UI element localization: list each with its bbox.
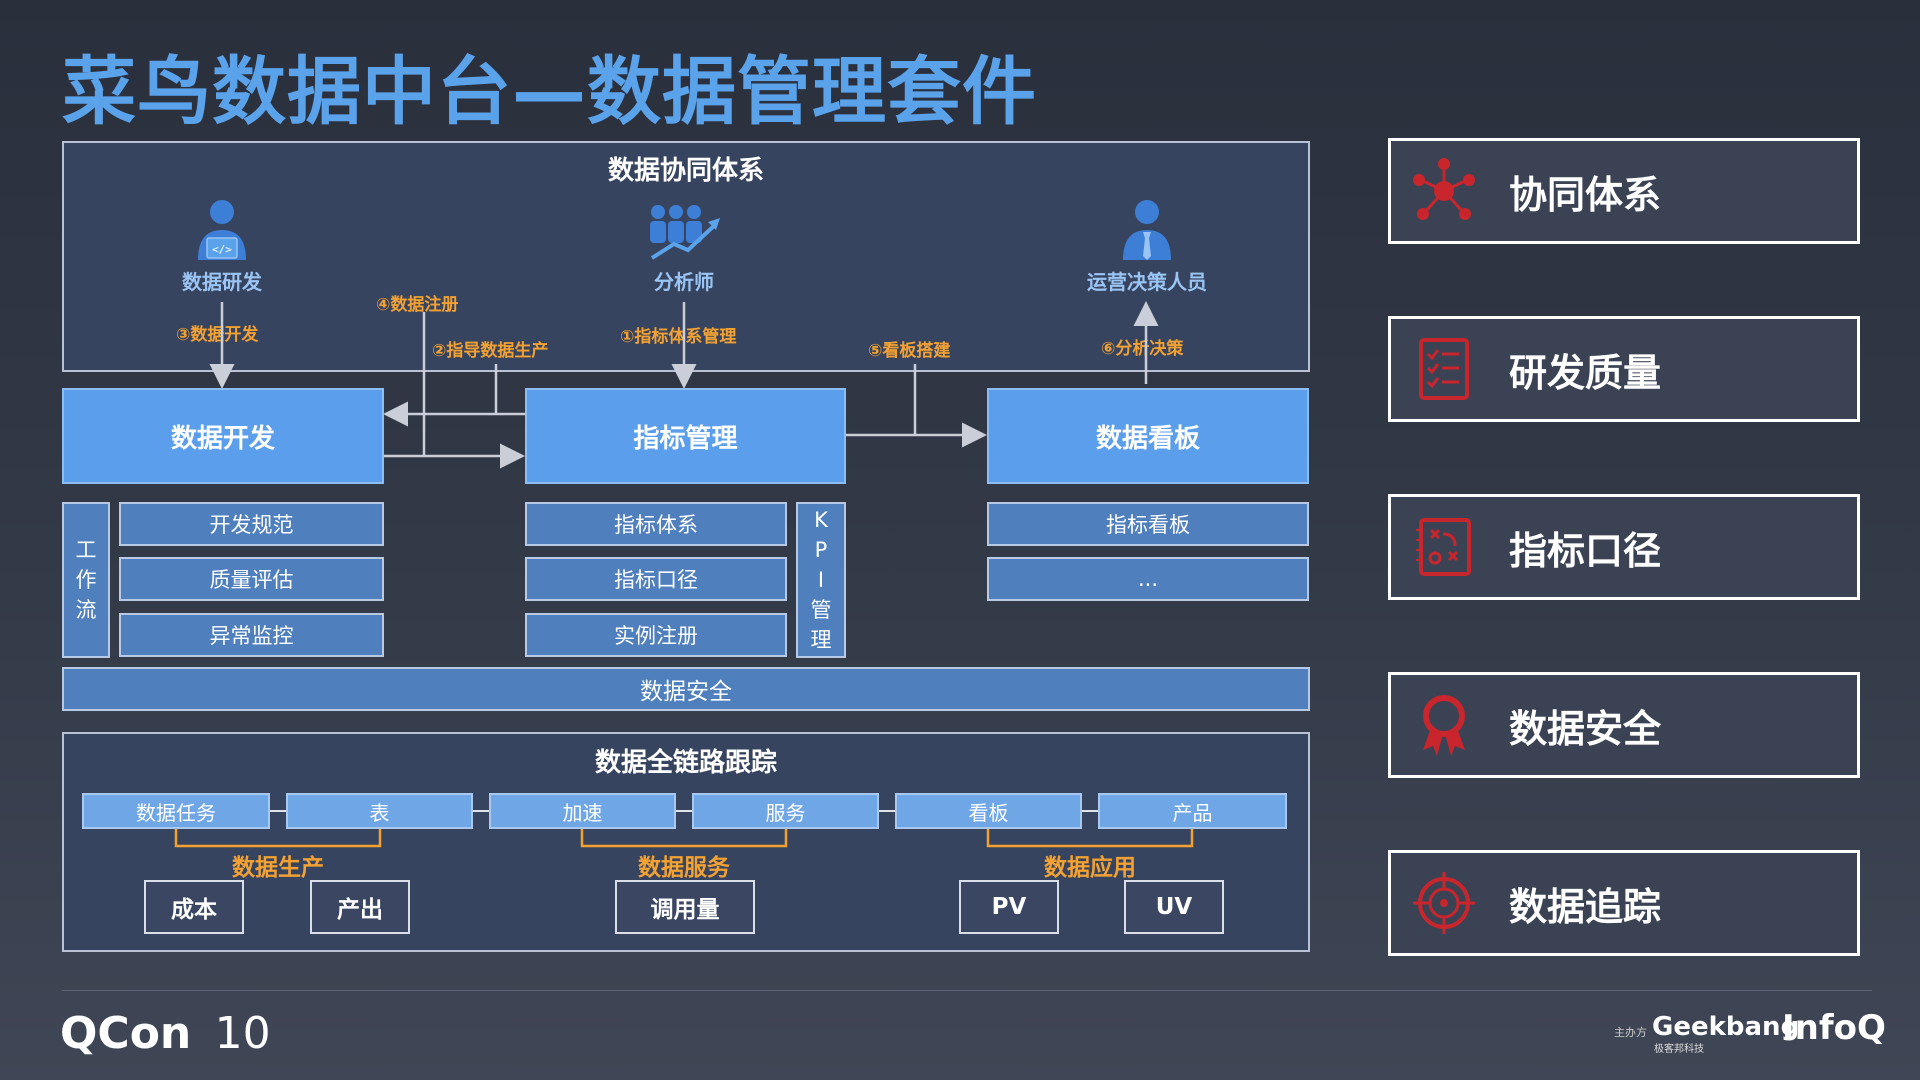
metric-item-definition[interactable]: 指标口径 (525, 557, 787, 601)
dev-item-quality[interactable]: 质量评估 (119, 557, 384, 601)
role-analyst: 分析师 (624, 198, 744, 295)
qcon-text: QCon (60, 1008, 192, 1059)
footer-divider (62, 990, 1872, 991)
infoq-logo: InfoQ (1782, 1008, 1886, 1048)
step-metric-system: ①指标体系管理 (620, 327, 737, 347)
feature-quality[interactable]: 研发质量 (1388, 316, 1860, 422)
role-developer-label: 数据研发 (182, 270, 262, 294)
step-guide-production: ②指导数据生产 (432, 341, 549, 361)
step-data-dev: ③数据开发 (176, 325, 259, 345)
geekbang-subtitle: 极客邦科技 (1654, 1044, 1704, 1055)
checklist-icon (1419, 338, 1469, 400)
role-ops-label: 运营决策人员 (1087, 270, 1207, 294)
feature-collab[interactable]: 协同体系 (1388, 138, 1860, 244)
dev-item-monitor[interactable]: 异常监控 (119, 613, 384, 657)
strategy-board-icon (1416, 518, 1471, 576)
group-data-production: 数据生产 (232, 855, 324, 881)
feature-collab-label: 协同体系 (1509, 172, 1662, 217)
metric-output[interactable]: 产出 (310, 880, 410, 934)
group-data-service: 数据服务 (638, 855, 730, 881)
metric-item-instance[interactable]: 实例注册 (525, 613, 787, 657)
module-data-dev[interactable]: 数据开发 (62, 388, 384, 484)
analyst-group-icon (650, 205, 720, 260)
chain-data-task[interactable]: 数据任务 (82, 793, 270, 829)
feature-tracking-label: 数据追踪 (1509, 884, 1662, 929)
metric-item-system[interactable]: 指标体系 (525, 502, 787, 546)
developer-icon: </> (198, 200, 246, 260)
step-board-build: ⑤看板搭建 (868, 341, 951, 361)
feature-quality-label: 研发质量 (1509, 350, 1662, 395)
chain-table[interactable]: 表 (286, 793, 473, 829)
feature-metric-def-label: 指标口径 (1509, 528, 1662, 573)
qcon-mark: 10 (214, 1008, 271, 1059)
module-metric-mgmt[interactable]: 指标管理 (525, 388, 846, 484)
geekbang-logo: Geekbang (1652, 1012, 1800, 1042)
chain-accelerate[interactable]: 加速 (489, 793, 676, 829)
metric-uv[interactable]: UV (1124, 880, 1224, 934)
feature-tracking[interactable]: 数据追踪 (1388, 850, 1860, 956)
chain-service[interactable]: 服务 (692, 793, 879, 829)
chain-product[interactable]: 产品 (1098, 793, 1287, 829)
target-icon (1413, 872, 1475, 934)
metric-cost[interactable]: 成本 (144, 880, 244, 934)
step-analysis-decision: ⑥分析决策 (1101, 339, 1184, 359)
role-analyst-label: 分析师 (654, 270, 714, 294)
board-item-metric-board[interactable]: 指标看板 (987, 502, 1309, 546)
group-data-application: 数据应用 (1044, 855, 1136, 881)
chain-board[interactable]: 看板 (895, 793, 1082, 829)
svg-text:</>: </> (212, 243, 232, 256)
metric-pv[interactable]: PV (959, 880, 1059, 934)
collab-panel (62, 141, 1310, 372)
role-developer: </> 数据研发 (162, 198, 282, 295)
kpi-label: K P I 管 理 (796, 502, 846, 658)
page-title: 菜鸟数据中台—数据管理套件 (62, 49, 1037, 135)
collab-title: 数据协同体系 (607, 156, 764, 186)
network-icon (1413, 158, 1475, 220)
feature-metric-def[interactable]: 指标口径 (1388, 494, 1860, 600)
award-ribbon-icon (1423, 695, 1465, 756)
kpi-text: K P I 管 理 (810, 508, 832, 652)
workflow-label: 工 作 流 (62, 502, 110, 658)
qcon-logo: QCon 10 (60, 1008, 271, 1059)
feature-security-label: 数据安全 (1509, 706, 1662, 751)
role-ops: 运营决策人员 (1077, 198, 1217, 295)
board-item-more[interactable]: ... (987, 557, 1309, 601)
decision-maker-icon (1123, 200, 1171, 260)
lineage-title: 数据全链路跟踪 (594, 748, 777, 778)
metric-call-volume[interactable]: 调用量 (615, 880, 755, 934)
security-bar[interactable]: 数据安全 (62, 667, 1310, 711)
step-data-register: ④数据注册 (376, 295, 459, 315)
module-data-board[interactable]: 数据看板 (987, 388, 1309, 484)
feature-security[interactable]: 数据安全 (1388, 672, 1860, 778)
sponsor-label: 主办方 (1614, 1026, 1647, 1039)
dev-item-spec[interactable]: 开发规范 (119, 502, 384, 546)
workflow-text: 工 作 流 (75, 538, 97, 622)
